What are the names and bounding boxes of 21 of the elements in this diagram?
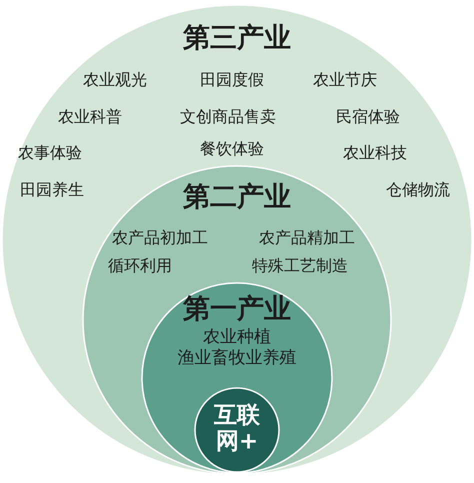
activity-label: 农产品初加工 [112, 228, 208, 248]
activity-label: 农业科技 [343, 144, 407, 162]
activity-label: 田园度假 [200, 70, 264, 90]
activity-label: 循环利用 [108, 256, 172, 276]
activity-label: 农业节庆 [313, 70, 377, 90]
sector-title: 第一产业 [183, 293, 291, 325]
activity-label: 餐饮体验 [200, 140, 264, 158]
activity-label: 田园养生 [20, 180, 84, 200]
activity-label: 特殊工艺制造 [252, 256, 348, 276]
activity-label: 农业科普 [58, 108, 122, 126]
core-label: 互联网+ [213, 402, 261, 456]
activity-label: 农产品精加工 [259, 228, 355, 248]
activity-label: 渔业畜牧业养殖 [178, 349, 296, 369]
activity-label: 农业种植 [203, 328, 271, 348]
sector-title: 第二产业 [183, 181, 291, 213]
sector-title: 第三产业 [183, 22, 291, 54]
activity-label: 民宿体验 [336, 108, 400, 126]
activity-label: 文创商品售卖 [180, 108, 276, 126]
activity-label: 农事体验 [18, 144, 82, 162]
activity-label: 农业观光 [83, 70, 147, 90]
activity-label: 仓储物流 [386, 180, 450, 200]
